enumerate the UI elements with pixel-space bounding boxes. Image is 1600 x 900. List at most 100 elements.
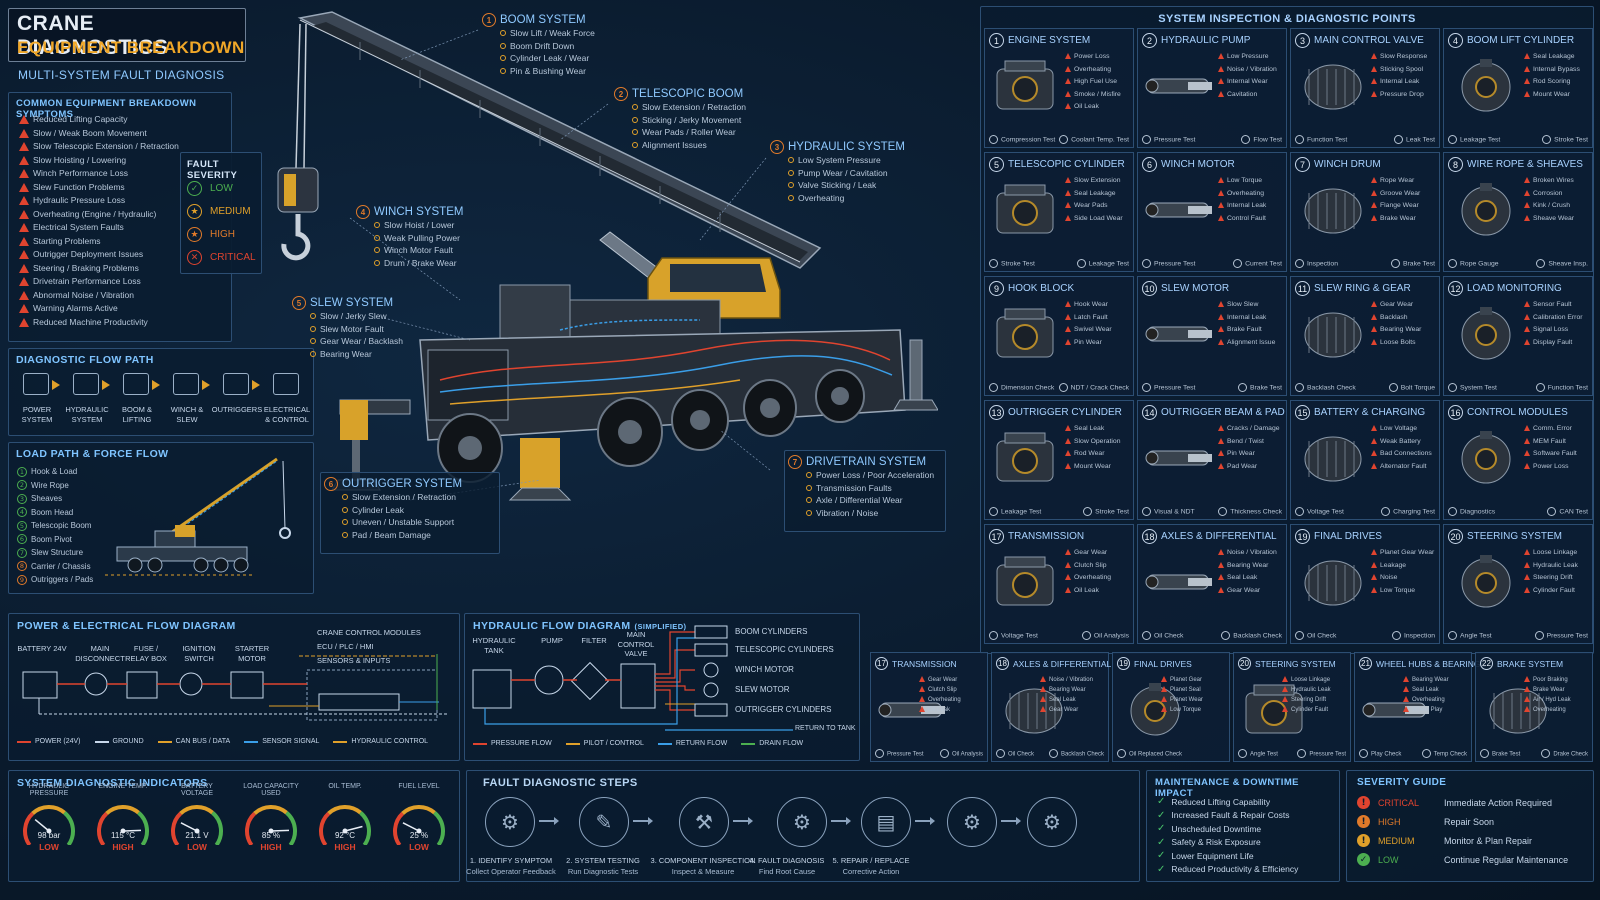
cell-symptom: Corrosion xyxy=(1524,188,1588,201)
test-gauge-icon xyxy=(1058,383,1068,392)
step-desc-label: Find Root Cause xyxy=(758,867,816,876)
power-node-label: FUSE / RELAY BOX xyxy=(125,644,167,663)
cell-number: 16 xyxy=(1448,405,1463,420)
symptom-item: Steering / Braking Problems xyxy=(19,262,179,276)
callout-item: Transmission Faults xyxy=(806,482,934,495)
callout-drivetrain-box xyxy=(784,450,946,532)
maintenance-label: Reduced Lifting Capability xyxy=(1171,796,1271,807)
legend-item: SENSOR SIGNAL xyxy=(244,738,319,745)
test-gauge-icon xyxy=(1142,383,1151,392)
cell-symptom: Wear Pads xyxy=(1065,200,1129,213)
power-node-label: BATTERY 24V xyxy=(17,644,67,653)
flow-arrow-icon xyxy=(102,380,110,390)
cell-symptom: Low Torque xyxy=(1161,705,1225,715)
maintenance-label: Unscheduled Downtime xyxy=(1171,823,1262,834)
cell-symptom: Gear Wear xyxy=(1218,585,1282,598)
maintenance-title: MAINTENANCE & DOWNTIME IMPACT xyxy=(1155,777,1299,799)
cell-test-label: Leakage Test xyxy=(1001,508,1042,516)
cell-symptom: Gear Wear xyxy=(1371,299,1435,312)
load-step-number: 6 xyxy=(17,534,27,545)
legend-label: PILOT / CONTROL xyxy=(583,740,644,747)
cell-test: Function Test xyxy=(1535,383,1588,392)
cell-test-label: Voltage Test xyxy=(1307,508,1344,516)
hydraulic-flow-panel: HYDRAULIC FLOW DIAGRAM (SIMPLIFIED) HYDR… xyxy=(464,613,860,761)
cell-test-label: Oil Analysis xyxy=(1093,632,1129,640)
load-path-label: Slew Structure xyxy=(31,548,84,558)
hydraulic-node-label: PUMP xyxy=(541,636,563,645)
load-path-label: Carrier / Chassis xyxy=(31,561,91,571)
bullet-icon xyxy=(632,129,638,136)
callout-item: Slow Extension / Retraction xyxy=(342,491,462,504)
cell-test-label: Current Test xyxy=(1245,260,1282,268)
warning-icon xyxy=(19,142,29,152)
cell-test: Brake Test xyxy=(1391,259,1435,268)
test-gauge-icon xyxy=(1295,383,1304,392)
callout-number: 4 xyxy=(356,205,370,219)
cell-test-label: Brake Test xyxy=(1492,751,1521,758)
gauge-status: LOW xyxy=(409,842,429,852)
cell-symptom: Internal Bypass xyxy=(1524,64,1588,77)
gauge-dial xyxy=(171,805,223,845)
callout-number: 7 xyxy=(788,455,802,469)
warning-icon xyxy=(19,169,29,179)
cell-symptom: Sheave Wear xyxy=(1524,213,1588,226)
symptom-item: Drivetrain Performance Loss xyxy=(19,275,179,289)
cell-test-label: Pressure Test xyxy=(1154,260,1196,268)
hydraulic-node-label: HYDRAULIC TANK xyxy=(472,636,516,655)
cell-number: 21 xyxy=(1359,657,1372,670)
callout-title: SLEW SYSTEM xyxy=(310,297,394,309)
cell-symptom: Seal Leak xyxy=(1403,685,1467,695)
cell-test: Pressure Test xyxy=(1297,749,1346,758)
callout-number: 5 xyxy=(292,296,306,310)
legend-label: GROUND xyxy=(112,738,144,745)
power-flow-title: POWER & ELECTRICAL FLOW DIAGRAM xyxy=(17,620,236,632)
cell-symptom: Hydraulic Leak xyxy=(1524,560,1588,573)
callout-item-label: Winch Motor Fault xyxy=(384,245,453,256)
power-module-label: ECU / PLC / HMI xyxy=(317,642,374,651)
cell-title-label: SLEW RING & GEAR xyxy=(1314,283,1411,294)
cell-symptom: Low Torque xyxy=(1218,175,1282,188)
callout-item-label: Slew Motor Fault xyxy=(320,323,384,334)
cell-test: Pressure Test xyxy=(1534,631,1588,640)
